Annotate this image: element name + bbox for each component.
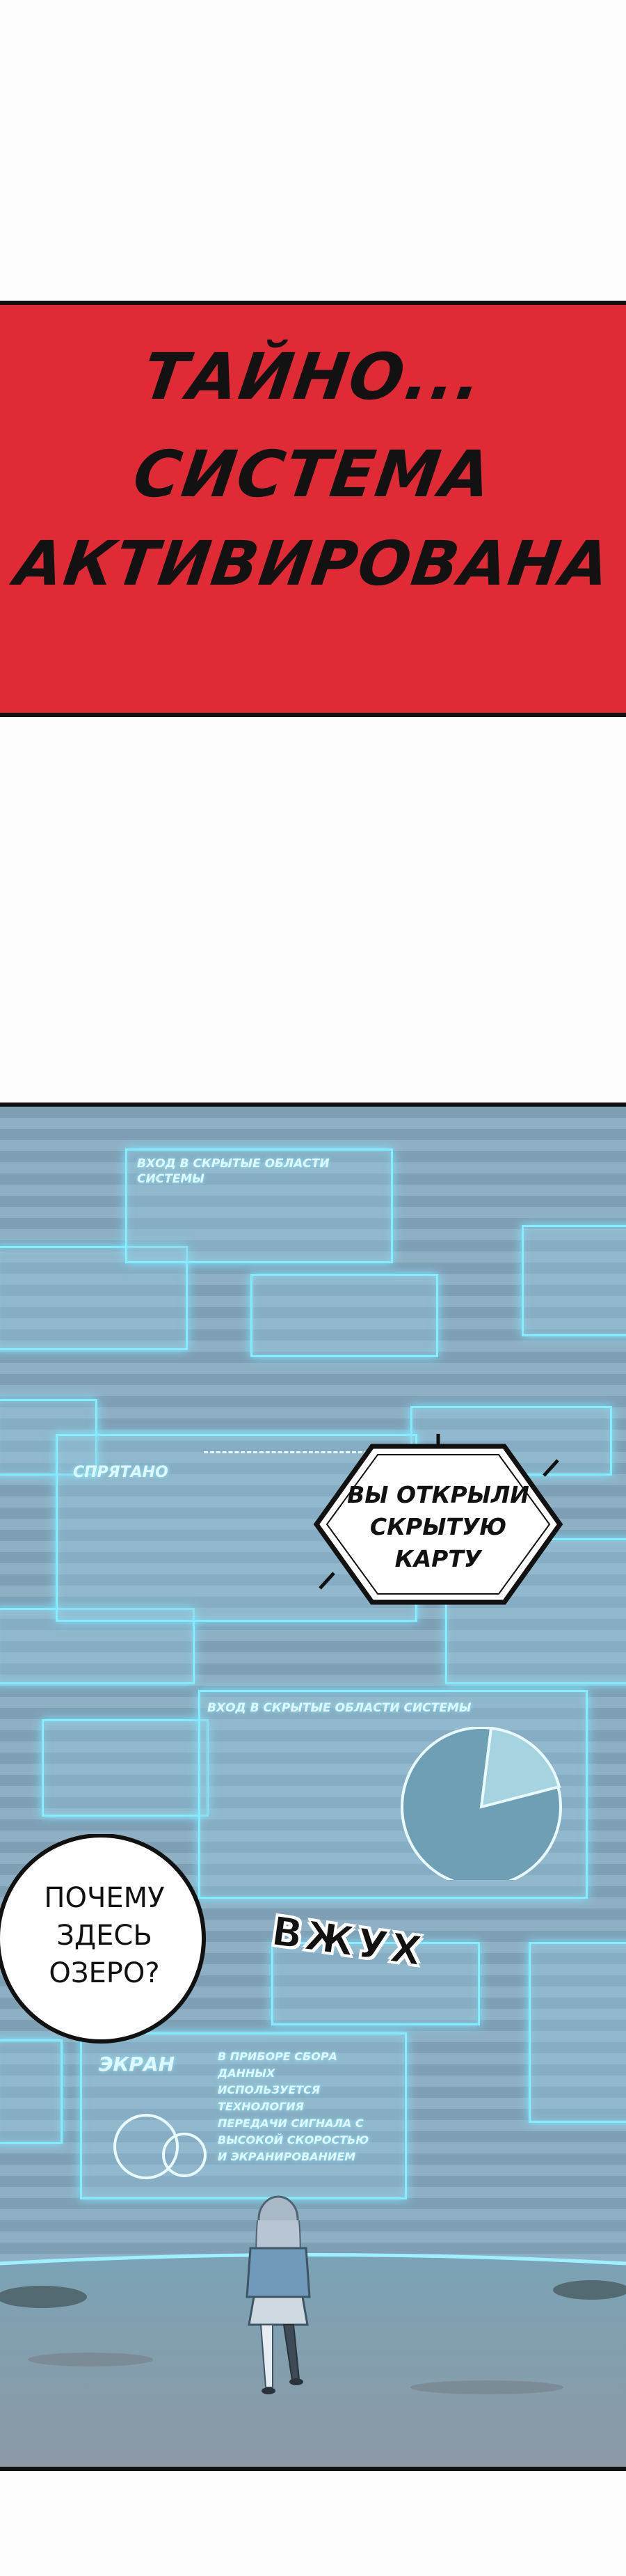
girl-bubble-line: ПОЧЕМУ: [44, 1882, 165, 1914]
bg-window: [529, 1942, 626, 2123]
chart-window-label: ВХОД В СКРЫТЫЕ ОБЛАСТИ СИСТЕМЫ: [207, 1701, 472, 1715]
screen-text-line: ДАННЫХ: [218, 2067, 275, 2080]
screen-window-label: ЭКРАН: [99, 2053, 175, 2076]
screen-text-line: ПЕРЕДАЧИ СИГНАЛА С: [218, 2117, 364, 2130]
screen-text-line: ТЕХНОЛОГИЯ: [218, 2100, 304, 2113]
bg-window: [0, 1246, 188, 1350]
system-bubble-shape: [313, 1434, 563, 1605]
pie-chart-icon: [401, 1727, 562, 1880]
bg-window: [0, 1399, 97, 1476]
lake-scene: [0, 2253, 626, 2467]
screen-text-line: В ПРИБОРЕ СБОРА: [218, 2050, 337, 2063]
title-line-1: ТАЙНО...: [138, 340, 488, 414]
bg-window: [0, 2039, 63, 2144]
system-bubble-line: ВЫ ОТКРЫЛИ: [347, 1481, 529, 1508]
system-window-top-label: ВХОД В СКРЫТЫЕ ОБЛАСТИ СИСТЕМЫ: [137, 1157, 330, 1186]
hidden-window-label: СПРЯТАНО: [73, 1464, 168, 1481]
system-panel: ВХОД В СКРЫТЫЕ ОБЛАСТИ СИСТЕМЫ СПРЯТАНО …: [0, 1103, 626, 2471]
screen-text-line: И ЭКРАНИРОВАНИЕМ: [218, 2150, 356, 2163]
system-window-top: ВХОД В СКРЫТЫЕ ОБЛАСТИ СИСТЕМЫ: [125, 1148, 393, 1263]
screen-text-line: ВЫСОКОЙ СКОРОСТЬЮ: [218, 2133, 369, 2147]
title-line-3: АКТИВИРОВАНА: [10, 528, 616, 599]
chart-window: ВХОД В СКРЫТЫЕ ОБЛАСТИ СИСТЕМЫ: [198, 1690, 588, 1899]
girl-bubble-line: ОЗЕРО?: [49, 1957, 160, 1989]
circles-icon: [113, 2114, 207, 2179]
screen-window: ЭКРАН В ПРИБОРЕ СБОРА ДАННЫХ ИСПОЛЬЗУЕТС…: [80, 2032, 407, 2199]
screen-window-text: В ПРИБОРЕ СБОРА ДАННЫХ ИСПОЛЬЗУЕТСЯ ТЕХН…: [218, 2048, 406, 2165]
girl-bubble-line: ЗДЕСЬ: [56, 1920, 152, 1952]
bg-window: [271, 1942, 480, 2025]
system-bubble-text: ВЫ ОТКРЫЛИ СКРЫТУЮ КАРТУ: [334, 1479, 543, 1575]
system-bubble-line: КАРТУ: [394, 1545, 482, 1572]
dashed-divider: [204, 1451, 406, 1453]
girl-bubble-text: ПОЧЕМУ ЗДЕСЬ ОЗЕРО?: [7, 1879, 202, 1992]
title-line-2: СИСТЕМА: [129, 437, 497, 512]
system-bubble-line: СКРЫТУЮ: [369, 1513, 507, 1540]
girl-figure: [246, 2195, 311, 2394]
title-panel: ТАЙНО... СИСТЕМА АКТИВИРОВАНА: [0, 301, 626, 717]
screen-text-line: ИСПОЛЬЗУЕТСЯ: [218, 2083, 321, 2096]
bg-window: [42, 1719, 209, 1817]
girl-bubble-shape: [0, 1834, 206, 2044]
bg-window: [250, 1274, 438, 1357]
bg-window: [522, 1225, 626, 1336]
